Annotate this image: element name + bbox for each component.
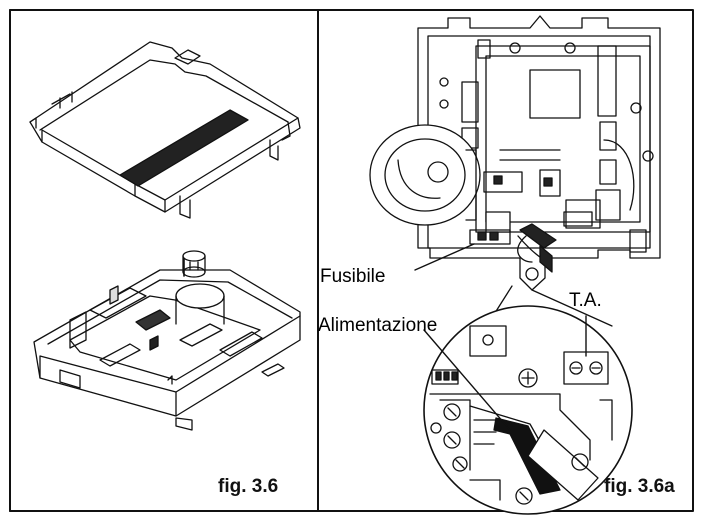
- ct-callout: T.A.: [569, 290, 602, 311]
- power-callout: Alimentazione: [318, 315, 438, 336]
- leader-lines: [414, 243, 587, 431]
- housing-cover-drawing: [29, 41, 301, 219]
- figure-caption-right: fig. 3.6a: [604, 476, 675, 497]
- housing-base-drawing: [33, 250, 301, 431]
- magnified-detail: [423, 305, 633, 515]
- figure-caption-left: fig. 3.6: [218, 476, 279, 497]
- open-housing-drawing: [369, 15, 661, 291]
- panel-borders: [9, 9, 694, 512]
- fuse-callout: Fusibile: [320, 266, 386, 287]
